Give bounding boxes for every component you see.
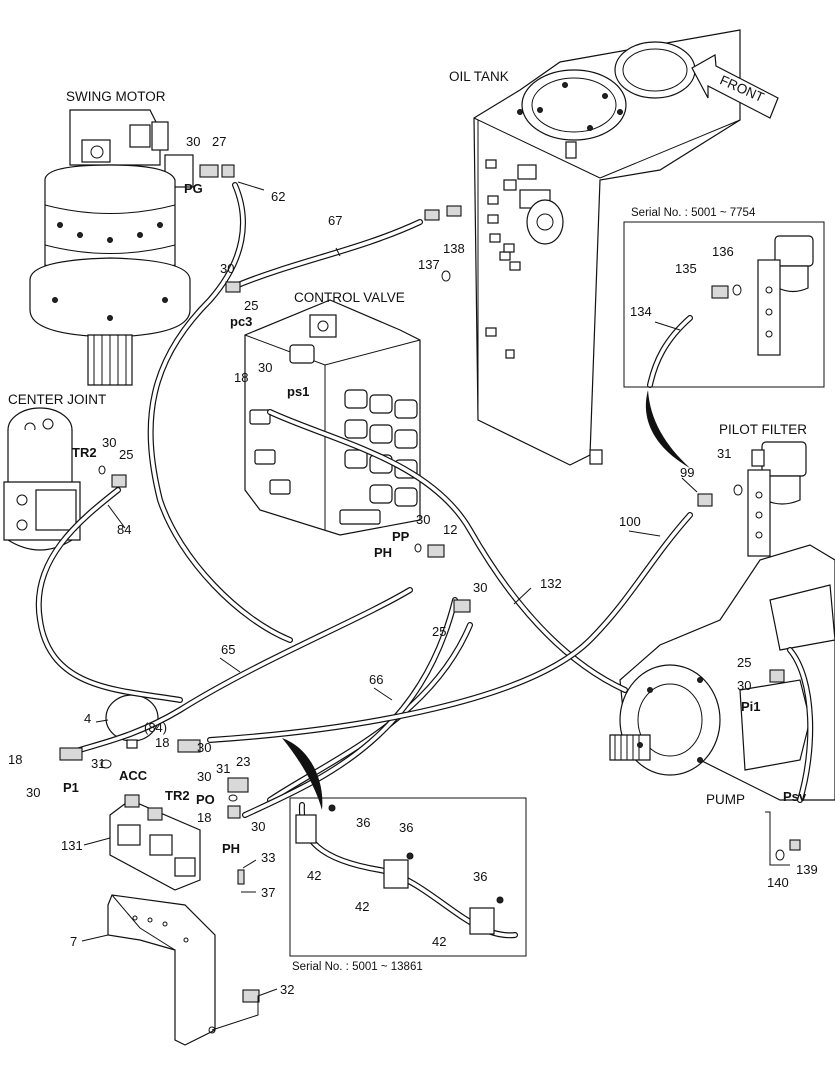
valve-block — [109, 794, 201, 891]
callout-30: 30 — [258, 360, 272, 375]
callout-132: 132 — [540, 576, 562, 591]
callout-138: 138 — [443, 241, 465, 256]
callout-135: 135 — [675, 261, 697, 276]
callout-139: 139 — [796, 862, 818, 877]
title-pilot-filter: PILOT FILTER — [719, 422, 807, 437]
callout-33: 33 — [261, 850, 275, 865]
port-pg: PG — [184, 181, 203, 196]
title-center-joint: CENTER JOINT — [8, 392, 106, 407]
title-control-valve: CONTROL VALVE — [294, 290, 405, 305]
callout-37: 37 — [261, 885, 275, 900]
title-oil-tank: OIL TANK — [449, 69, 509, 84]
callout-18: 18 — [155, 735, 169, 750]
callout-84: 84 — [117, 522, 131, 537]
callout-25: 25 — [737, 655, 751, 670]
serial-inset-bottom: Serial No. : 5001 ~ 13861 — [292, 961, 423, 973]
fittings — [59, 164, 801, 1003]
serial-inset-top: Serial No. : 5001 ~ 7754 — [631, 207, 756, 219]
callout-42: 42 — [307, 868, 321, 883]
title-pump: PUMP — [706, 792, 745, 807]
swing-motor — [29, 109, 194, 386]
callout-100: 100 — [619, 514, 641, 529]
callout-32: 32 — [280, 982, 294, 997]
callout-36: 36 — [473, 869, 487, 884]
callout-12: 12 — [443, 522, 457, 537]
callout-31: 31 — [216, 761, 230, 776]
port-pp: PP — [392, 529, 410, 544]
oil-tank — [473, 29, 741, 466]
callout-65: 65 — [221, 642, 235, 657]
callout-131: 131 — [61, 838, 83, 853]
callout-67: 67 — [328, 213, 342, 228]
center-joint — [3, 407, 81, 551]
hoses — [35, 182, 814, 939]
callout-42: 42 — [355, 899, 369, 914]
callout-18: 18 — [197, 810, 211, 825]
control-valve — [244, 299, 421, 536]
callout-25: 25 — [432, 624, 446, 639]
port-psv: Psv — [783, 789, 807, 804]
port-ph-control-valve: PH — [374, 545, 392, 560]
callout-136: 136 — [712, 244, 734, 259]
mounting-bracket — [107, 894, 216, 1046]
callout-62: 62 — [271, 189, 285, 204]
port-acc: ACC — [119, 768, 148, 783]
inset-bottom — [289, 797, 527, 957]
callout-84-ref: (84) — [144, 720, 167, 735]
callout-30: 30 — [26, 785, 40, 800]
port-p1: P1 — [63, 780, 79, 795]
callout-99: 99 — [680, 465, 694, 480]
callout-30: 30 — [197, 769, 211, 784]
callout-30: 30 — [197, 740, 211, 755]
port-ps1: ps1 — [287, 384, 309, 399]
port-tr2: TR2 — [165, 788, 190, 803]
leader-lines — [81, 181, 790, 1031]
port-tr2-center-joint: TR2 — [72, 445, 97, 460]
title-swing-motor: SWING MOTOR — [66, 89, 166, 104]
callout-18: 18 — [234, 370, 248, 385]
callout-27: 27 — [212, 134, 226, 149]
callout-30: 30 — [416, 512, 430, 527]
callout-42: 42 — [432, 934, 446, 949]
pilot-filter — [747, 441, 807, 557]
callout-18: 18 — [8, 752, 22, 767]
callout-23: 23 — [236, 754, 250, 769]
callout-36: 36 — [399, 820, 413, 835]
port-pi1: Pi1 — [741, 699, 761, 714]
callout-30: 30 — [473, 580, 487, 595]
callout-31: 31 — [91, 756, 105, 771]
callout-30: 30 — [251, 819, 265, 834]
callout-36: 36 — [356, 815, 370, 830]
detail-pointer-bottom — [282, 738, 323, 810]
detail-pointer-top — [645, 390, 690, 468]
inset-top — [623, 221, 825, 388]
callout-4: 4 — [84, 711, 91, 726]
pump — [609, 544, 835, 801]
callout-31: 31 — [717, 446, 731, 461]
port-pc3: pc3 — [230, 314, 252, 329]
callout-134: 134 — [630, 304, 652, 319]
callout-30: 30 — [737, 678, 751, 693]
callout-30: 30 — [186, 134, 200, 149]
callout-140: 140 — [767, 875, 789, 890]
callout-25: 25 — [244, 298, 258, 313]
callout-30: 30 — [102, 435, 116, 450]
callout-numbers: 30 27 62 67 138 137 30 25 18 30 30 25 84… — [8, 134, 818, 997]
callout-66: 66 — [369, 672, 383, 687]
callout-25: 25 — [119, 447, 133, 462]
callout-7: 7 — [70, 934, 77, 949]
port-ph: PH — [222, 841, 240, 856]
callout-137: 137 — [418, 257, 440, 272]
callout-30: 30 — [220, 261, 234, 276]
port-po: PO — [196, 792, 215, 807]
